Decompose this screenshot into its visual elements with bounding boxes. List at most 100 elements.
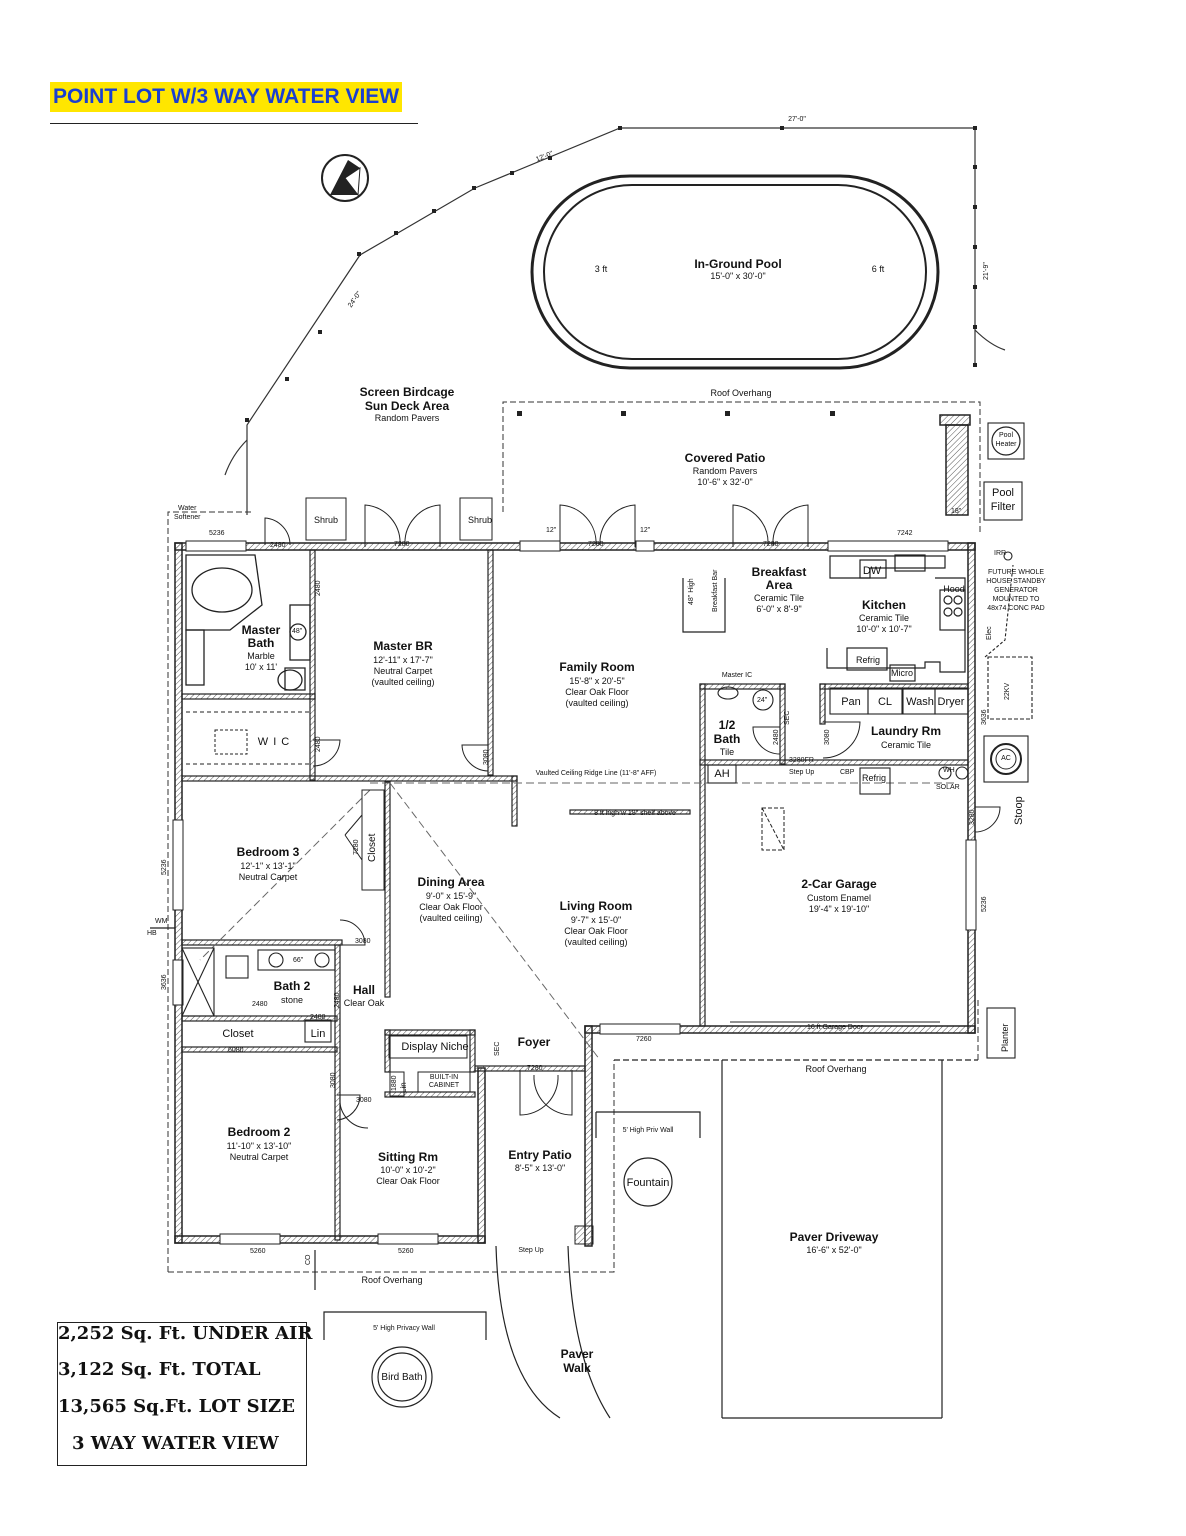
kitchen-title: Kitchen: [861, 598, 907, 612]
family-room-sub1: 15'-8" x 20'-5": [569, 676, 625, 686]
dim-3636-bath2: 3636: [161, 974, 168, 990]
dim-top-27: 27'-0": [788, 116, 806, 123]
dim-7242: 7242: [897, 530, 913, 537]
shrub-label-2: Shrub: [467, 515, 493, 525]
breakfast-sub1: Ceramic Tile: [753, 593, 805, 603]
fountain-label: Fountain: [626, 1177, 670, 1189]
breakfast-title: Breakfast: [751, 565, 807, 579]
dining-title: Dining Area: [417, 875, 485, 889]
master-br-sub2: Neutral Carpet: [373, 666, 433, 676]
birdcage-screen: [224, 126, 1006, 515]
vanity-size-label: 66": [293, 957, 304, 964]
bedroom2-sub2: Neutral Carpet: [229, 1152, 289, 1162]
living-sub1: 9'-7" x 15'-0": [570, 915, 622, 925]
foyer-title: Foyer: [517, 1035, 551, 1049]
shelf-label: 8 ft high w 18" shelf above: [594, 810, 676, 817]
dim-3080-laundry: 3080: [824, 729, 831, 745]
sink-size-label: 24": [757, 697, 768, 704]
birdcage-sub: Random Pavers: [374, 413, 440, 423]
planter-label: Planter: [1000, 1023, 1010, 1052]
dim-2480-top: 2480: [270, 542, 286, 549]
half-bath-title: 1/2: [718, 718, 736, 732]
dim-5236-garage: 5236: [981, 896, 988, 912]
site-features: [150, 927, 978, 1419]
dining-sub3: (vaulted ceiling): [419, 913, 483, 923]
paver-walk-title: Paver: [560, 1347, 594, 1361]
title-underline: [50, 123, 418, 124]
covered-patio-sub1: Random Pavers: [692, 466, 758, 476]
dim-18: 18": [951, 508, 962, 515]
dim-12-a: 12": [546, 527, 557, 534]
bedroom3-closet-label: Closet: [367, 833, 378, 862]
dim-5236-left: 5236: [161, 859, 168, 875]
stat-under-air: 2,252 Sq. Ft. UNDER AIR: [58, 1323, 313, 1344]
shower-size-label: 48": [292, 628, 303, 635]
master-bath-title2: Bath: [247, 636, 275, 650]
page-title: POINT LOT W/3 WAY WATER VIEW: [50, 82, 403, 112]
stat-water-view: 3 WAY WATER VIEW: [72, 1433, 279, 1454]
windows: [172, 540, 977, 1245]
dim-2480-lin: 2480: [310, 1014, 326, 1021]
dim-5260-b: 5260: [398, 1248, 414, 1255]
garage-door-label: 16 ft Garage Door: [806, 1024, 864, 1031]
entry-patio-title: Entry Patio: [508, 1148, 572, 1162]
ac-label: AC: [1001, 755, 1011, 762]
entry-column: [574, 1225, 594, 1245]
dim-2480-hall: 2480: [334, 992, 341, 1008]
closet-cl-label: CL: [877, 696, 893, 708]
master-bath-sub2: 10' x 11': [244, 662, 278, 672]
in-ground-pool: [530, 174, 940, 370]
kitchen-refrig-label: Refrig: [855, 655, 881, 665]
stat-lot-size: 13,565 Sq.Ft. LOT SIZE: [58, 1396, 295, 1417]
bedroom2-title: Bedroom 2: [227, 1125, 291, 1139]
washer-label: Wash: [906, 696, 934, 708]
kitchen-sub2: 10'-0" x 10'-7": [856, 624, 912, 634]
exterior-equipment: [983, 422, 1033, 1059]
master-br-sub3: (vaulted ceiling): [371, 677, 435, 687]
pool-deep-depth: 6 ft: [871, 264, 885, 274]
step-up-entry: Step Up: [518, 1247, 544, 1254]
dim-7280-b: 7280: [588, 541, 604, 548]
pool-heater-label: Pool: [998, 432, 1014, 439]
dining-sub2: Clear Oak Floor: [419, 902, 483, 912]
entry-patio-sub: 8'-5" x 13'-0": [514, 1163, 566, 1173]
dim-3280fr: 3280FR: [789, 757, 814, 764]
generator-kv: 22KV: [1004, 682, 1011, 700]
roof-overhang-garage: Roof Overhang: [805, 1064, 867, 1074]
dim-5236-top: 5236: [209, 530, 225, 537]
master-bath-fixtures: [185, 554, 311, 691]
dim-3080-bed2: 3080: [330, 1072, 337, 1088]
breakfast-bar-label: Breakfast Bar: [712, 569, 719, 612]
generator-line3: GENERATOR: [994, 587, 1038, 594]
hood-label: Hood: [943, 584, 965, 594]
vault-ridge-label: Vaulted Ceiling Ridge Line (11'-8" AFF): [535, 770, 657, 777]
cbp-label: CBP: [840, 769, 855, 776]
master-bath-title: Master: [241, 623, 281, 637]
half-bath-sub: Tile: [719, 747, 735, 757]
hall-sub: Clear Oak: [343, 998, 385, 1008]
water-softener-label: Water: [178, 505, 197, 512]
half-bath-title2: Bath: [713, 732, 741, 746]
interior-walls: [181, 549, 969, 1241]
privacy-wall-label: 5' High Privacy Wall: [373, 1325, 435, 1332]
bedroom3-sub2: Neutral Carpet: [238, 872, 298, 882]
dim-7280-closet: 7280: [353, 839, 360, 855]
dim-3080-hall: 3080: [355, 938, 371, 945]
family-room-sub3: (vaulted ceiling): [565, 698, 629, 708]
wic-rods: [186, 711, 310, 765]
living-title: Living Room: [559, 899, 633, 913]
builtin-label: BUILT-IN: [429, 1074, 459, 1081]
master-br-sub1: 12'-11" x 17'-7": [373, 655, 433, 665]
roof-overhang-bottom: Roof Overhang: [361, 1275, 423, 1285]
north-arrow-icon: [321, 154, 369, 202]
patio-columns: [517, 411, 835, 416]
dishwasher-label: DW: [862, 565, 882, 577]
doors: [264, 504, 1001, 1129]
irr-label: IRR: [994, 550, 1007, 557]
priv-wall-label: 5' High Priv Wall: [622, 1127, 674, 1134]
pool-filter-label: Pool: [991, 487, 1015, 499]
exterior-walls: [174, 414, 976, 1247]
bedroom3-title: Bedroom 3: [236, 845, 300, 859]
garage-sub1: Custom Enamel: [806, 893, 872, 903]
shrub-label-1: Shrub: [313, 515, 339, 525]
